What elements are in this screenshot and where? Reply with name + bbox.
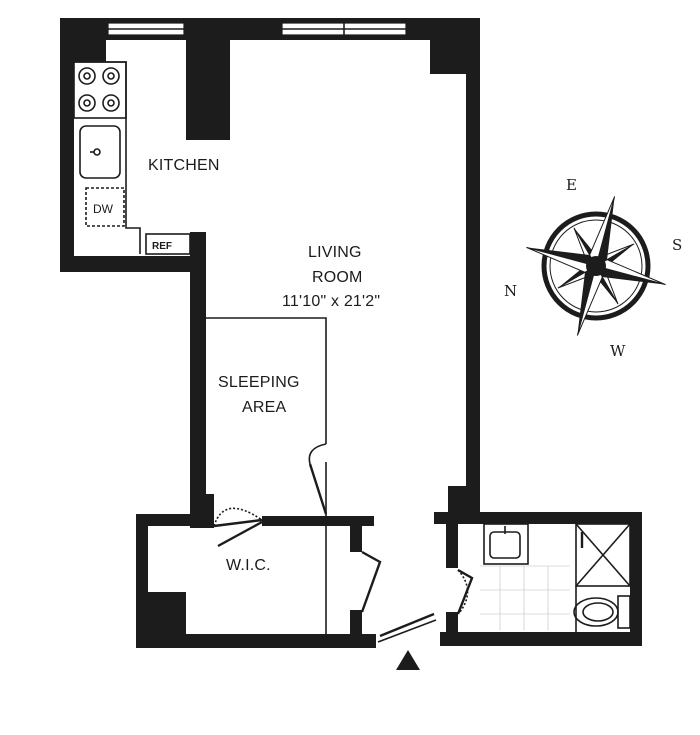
kitchen-fixtures: DW REF — [73, 61, 191, 255]
wic-label: W.I.C. — [226, 557, 271, 574]
windows — [107, 22, 407, 36]
door-wic — [213, 518, 263, 528]
wall-bath-left-top — [446, 512, 458, 568]
doors — [213, 507, 474, 643]
pillar-kitchen-living — [186, 18, 230, 140]
refrigerator-outline — [145, 233, 191, 255]
walls — [60, 18, 642, 648]
wall-bath-top — [434, 512, 642, 524]
compass-north-label: N — [504, 282, 517, 300]
wall-kitchen-left — [60, 18, 74, 272]
sleeping-area-label-line1: SLEEPING — [218, 374, 300, 391]
living-room-dimensions: 11'10" x 21'2" — [282, 293, 380, 310]
tile-grid — [480, 565, 570, 630]
compass-rose-icon — [526, 196, 666, 336]
bathroom-fixtures — [480, 523, 631, 632]
sink-icon — [483, 523, 529, 565]
door-bath — [456, 568, 474, 615]
wall-closet-right-bottom — [350, 610, 362, 648]
kitchen-label: KITCHEN — [148, 157, 220, 174]
wall-wic-top — [136, 514, 214, 526]
wall-sleeping-left — [190, 232, 206, 528]
dishwasher-outline — [85, 187, 125, 227]
entrance-arrow-icon — [396, 650, 420, 670]
wall-bath-bottom — [440, 632, 642, 646]
sleeping-area-label-line2: AREA — [242, 399, 286, 416]
toilet-icon — [573, 595, 631, 629]
wall-wic-top-right — [262, 516, 374, 526]
door-closet — [360, 550, 382, 613]
wall-kitchen-bottom — [60, 256, 206, 272]
door-entry — [379, 612, 435, 638]
living-room-label-line1: LIVING — [308, 244, 362, 261]
room-labels: KITCHEN LIVING ROOM 11'10" x 21'2" SLEEP… — [148, 157, 380, 574]
shower-icon — [575, 523, 631, 632]
pillar-kitchen-corner — [60, 18, 106, 62]
living-room-label-line2: ROOM — [312, 269, 363, 286]
sleeping-partition — [206, 317, 328, 516]
wall-bath-right — [630, 512, 642, 646]
wall-closet-right-top — [350, 516, 362, 552]
stove-icon — [73, 61, 127, 119]
pillar-wic — [136, 592, 186, 648]
wall-bath-left-bottom — [446, 612, 458, 646]
compass-west-label: W — [610, 342, 626, 360]
wall-right — [466, 18, 480, 524]
wall-wic-bottom — [136, 634, 376, 648]
compass-east-label: E — [566, 176, 577, 194]
compass-south-label: S — [672, 236, 682, 254]
sink-icon — [79, 125, 121, 179]
refrigerator-label: REF — [152, 241, 172, 252]
dishwasher-label: DW — [93, 202, 114, 216]
